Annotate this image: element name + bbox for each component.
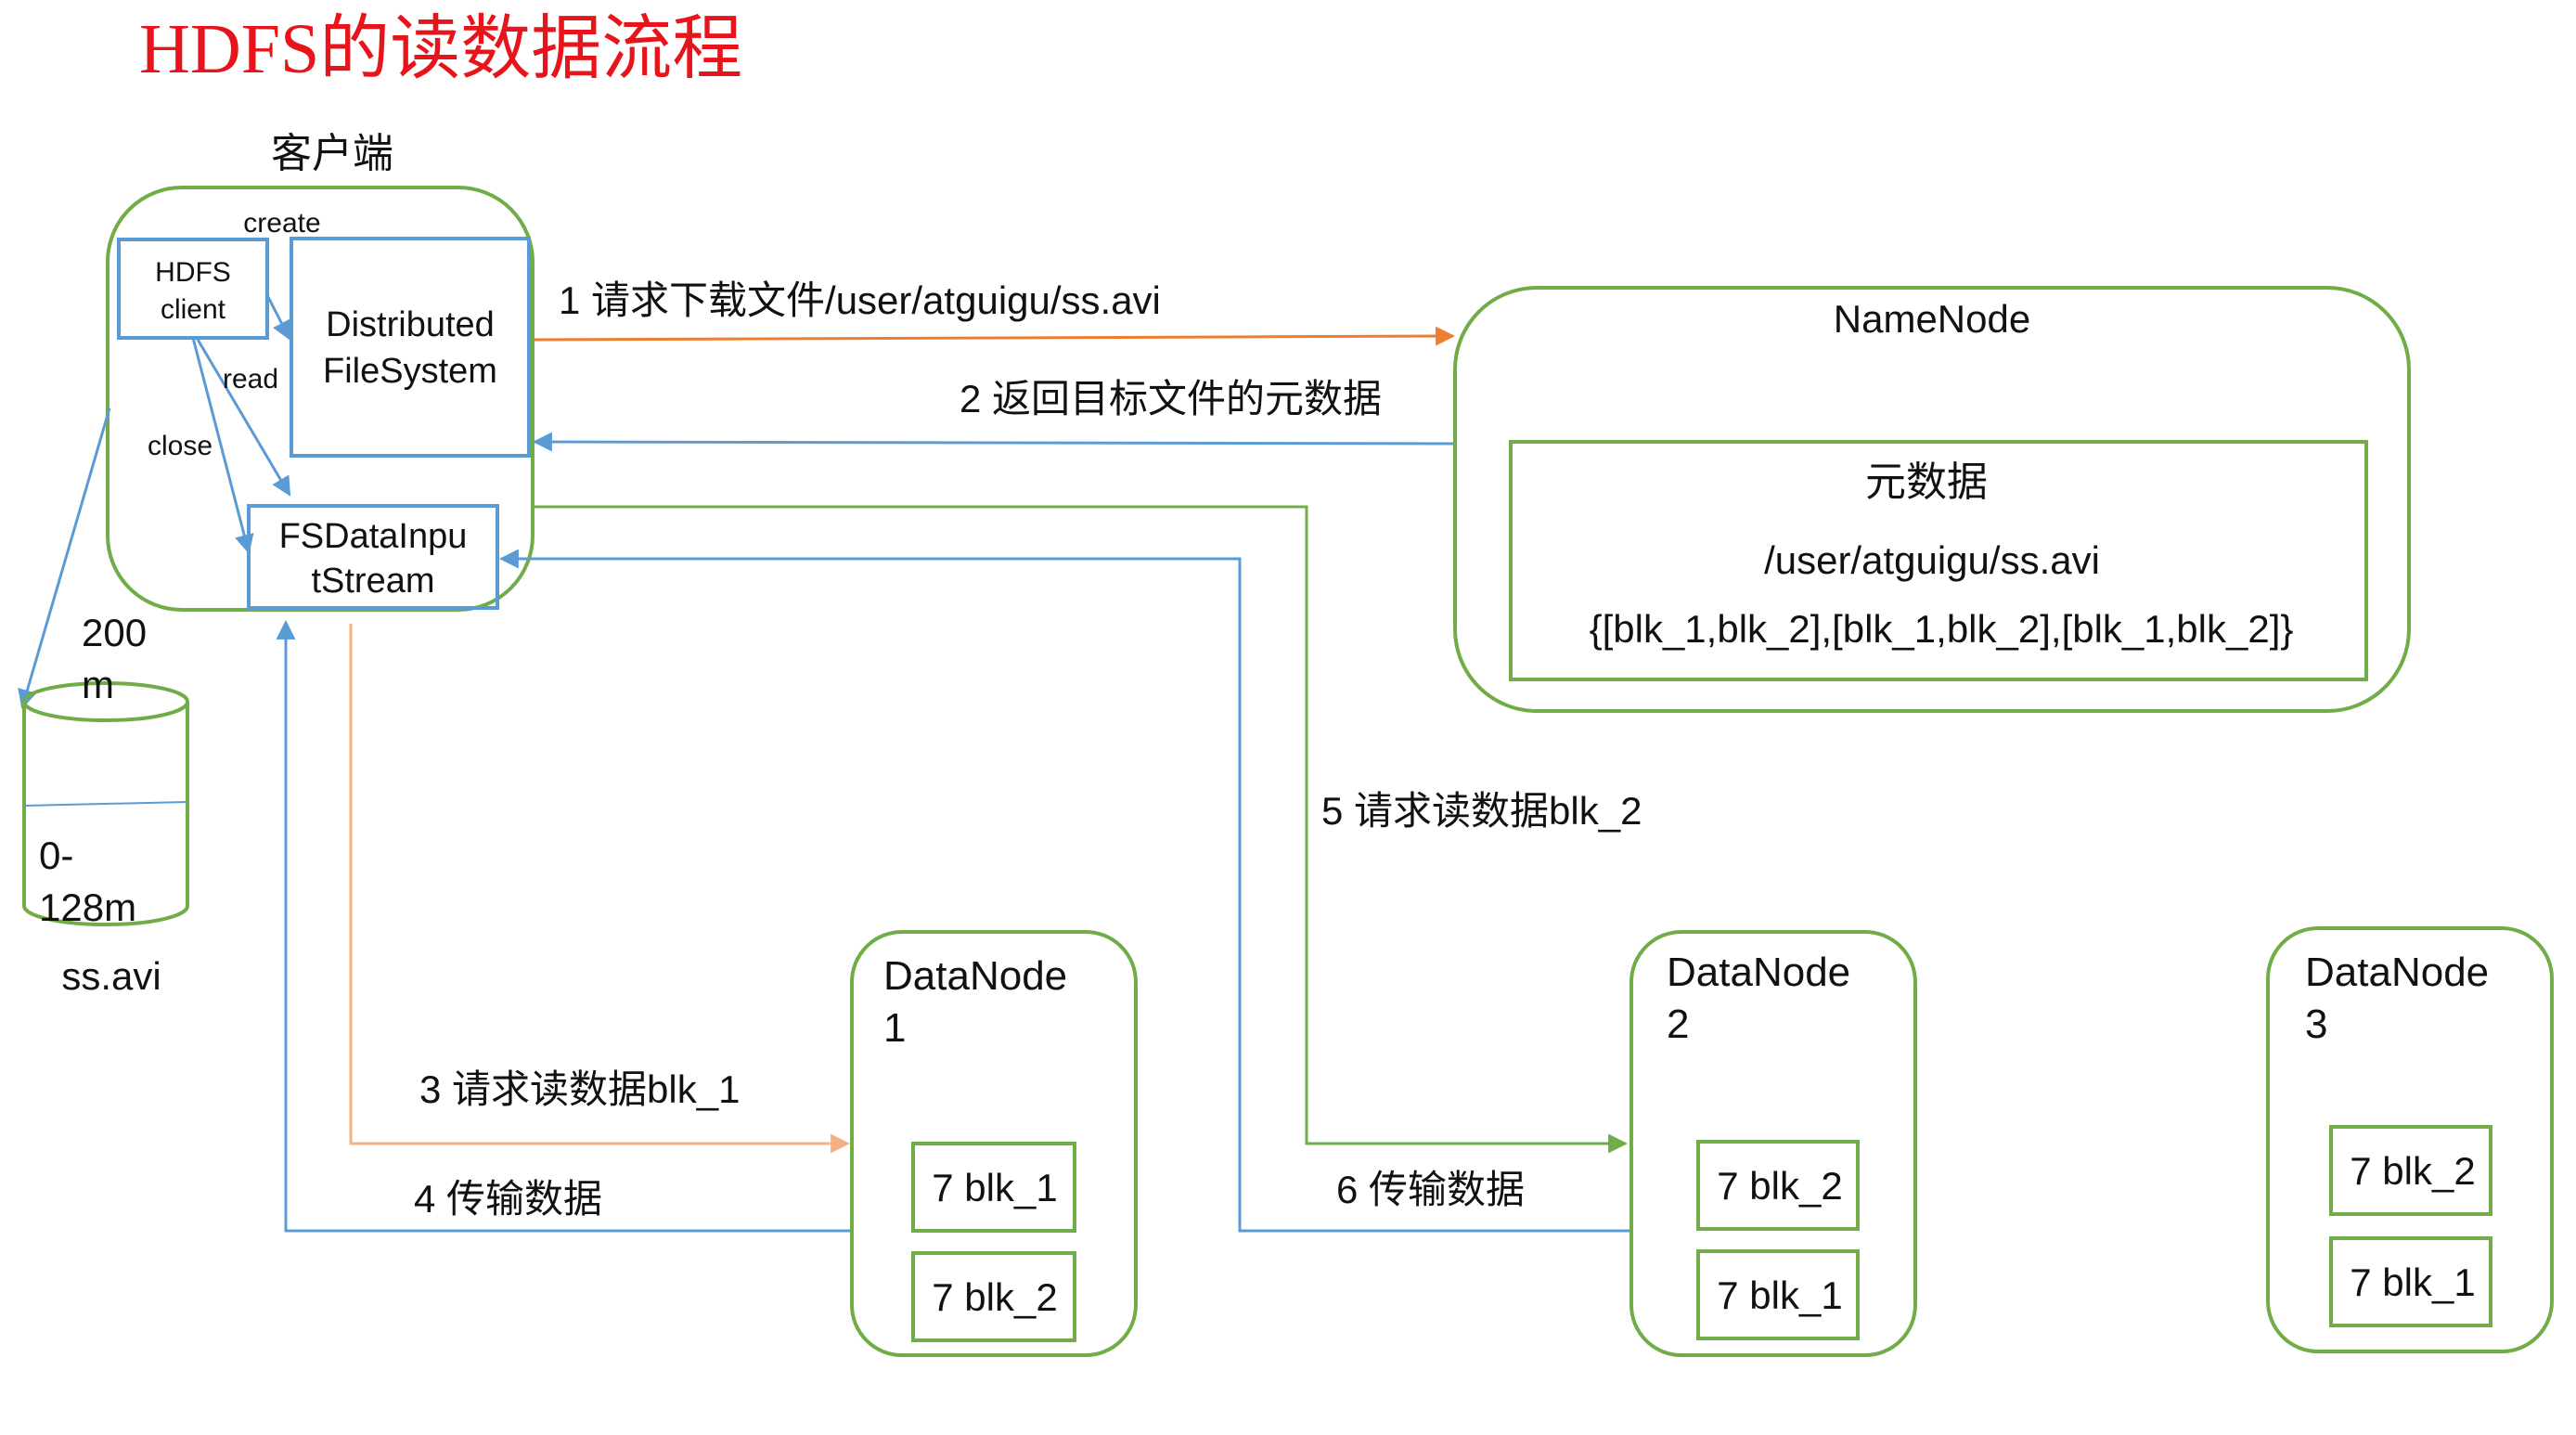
- datanode3-title-line1: DataNode: [2305, 950, 2489, 995]
- datanode3-block-1: [2329, 1125, 2492, 1216]
- step2-label: 2 返回目标文件的元数据: [960, 377, 1382, 420]
- close-arrow: [191, 337, 254, 555]
- file-bottom-label-line1: 0-: [39, 834, 73, 877]
- fsdatainputstream-line2: tStream: [311, 562, 434, 601]
- metadata-path: /user/atguigu/ss.avi: [1764, 538, 2100, 582]
- hdfs-client-label-line2: client: [161, 294, 226, 325]
- file-top-label-line1: 200: [82, 611, 147, 654]
- step1-arrow: [534, 326, 1456, 346]
- distributed-filesystem-line1: Distributed: [326, 305, 495, 344]
- datanode3-block-2: [2329, 1236, 2492, 1327]
- close-label: close: [148, 431, 213, 461]
- fsdatainputstream-box: [247, 504, 499, 610]
- datanode1-title-line1: DataNode: [883, 953, 1067, 999]
- step4-arrow: [276, 619, 850, 1233]
- datanode1-block-1: [911, 1142, 1076, 1233]
- datanode2-block-1: [1696, 1140, 1860, 1231]
- datanode3-block-1-label: 7 blk_2: [2350, 1149, 2475, 1193]
- step1-label: 1 请求下载文件/user/atguigu/ss.avi: [559, 278, 1161, 322]
- datanode3-title-line2: 3: [2305, 1002, 2327, 1047]
- client-to-file-arrow: [18, 407, 111, 710]
- file-cylinder: [22, 681, 189, 926]
- datanode3-block-2-label: 7 blk_1: [2350, 1260, 2475, 1304]
- step3-label: 3 请求读数据blk_1: [419, 1067, 740, 1111]
- step6-arrow: [498, 549, 1629, 1233]
- file-top-label-line2: m: [82, 663, 114, 706]
- hdfs-client-label-line1: HDFS: [155, 257, 231, 288]
- file-name: ss.avi: [61, 954, 161, 998]
- datanode2-block-1-label: 7 blk_2: [1717, 1164, 1842, 1208]
- datanode2-container: [1629, 930, 1917, 1357]
- distributed-filesystem-line2: FileSystem: [323, 352, 497, 391]
- create-arrow: [265, 294, 291, 341]
- step5-arrow: [535, 505, 1629, 1154]
- datanode1-block-2: [911, 1251, 1076, 1342]
- metadata-blocks: {[blk_1,blk_2],[blk_1,blk_2],[blk_1,blk_…: [1590, 607, 2294, 651]
- namenode-container: [1453, 286, 2411, 713]
- client-label: 客户端: [271, 131, 393, 176]
- datanode1-block-1-label: 7 blk_1: [932, 1166, 1057, 1209]
- datanode2-title-line2: 2: [1667, 1002, 1689, 1047]
- metadata-box: [1509, 440, 2368, 681]
- namenode-title: NameNode: [1834, 297, 2030, 341]
- datanode2-block-2: [1696, 1249, 1860, 1340]
- metadata-title: 元数据: [1865, 459, 1988, 505]
- step2-arrow: [532, 432, 1454, 452]
- step4-label: 4 传输数据: [414, 1177, 602, 1221]
- fsdatainputstream-line1: FSDataInpu: [279, 517, 468, 556]
- page-title: HDFS的读数据流程: [139, 10, 742, 88]
- datanode2-title-line1: DataNode: [1667, 950, 1850, 995]
- distributed-filesystem-box: [290, 237, 531, 458]
- read-arrow: [195, 337, 291, 497]
- create-label: create: [243, 208, 320, 239]
- file-bottom-label-line2: 128m: [39, 886, 136, 929]
- step3-arrow: [349, 624, 851, 1154]
- step5-label: 5 请求读数据blk_2: [1321, 789, 1642, 833]
- datanode2-block-2-label: 7 blk_1: [1717, 1273, 1842, 1317]
- datanode3-container: [2266, 926, 2554, 1353]
- datanode1-container: [850, 930, 1138, 1357]
- step6-label: 6 传输数据: [1336, 1168, 1525, 1211]
- datanode1-title-line2: 1: [883, 1005, 906, 1051]
- read-label: read: [223, 364, 278, 394]
- datanode1-block-2-label: 7 blk_2: [932, 1275, 1057, 1319]
